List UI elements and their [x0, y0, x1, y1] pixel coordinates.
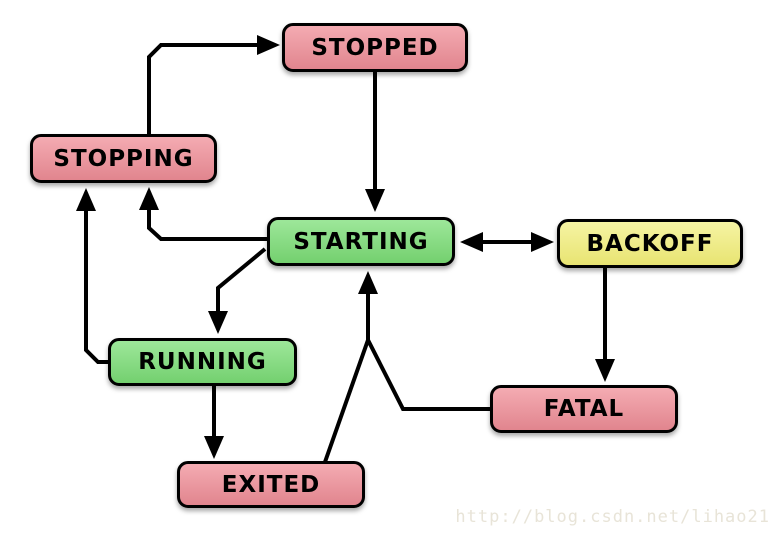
state-label-stopping: STOPPING: [53, 145, 194, 172]
edge-running-to-stopping: [84, 211, 108, 364]
state-label-running: RUNNING: [138, 349, 267, 375]
state-label-fatal: FATAL: [543, 396, 625, 422]
edge-starting-to-running: [216, 247, 267, 312]
arrowhead-backoff-to-starting: [460, 232, 483, 252]
arrowhead-running-to-stopping: [76, 188, 96, 211]
edge-stopping-to-stopped: [147, 43, 258, 136]
state-node-stopped: STOPPED: [282, 23, 468, 72]
state-node-exited: EXITED: [177, 461, 365, 508]
state-label-stopped: STOPPED: [311, 34, 439, 61]
state-node-fatal: FATAL: [490, 385, 678, 433]
edge-exited-to-starting: [323, 339, 370, 463]
arrowhead-running-to-exited: [204, 436, 224, 459]
state-node-backoff: BACKOFF: [557, 219, 743, 268]
edge-starting-to-stopping: [147, 210, 268, 241]
state-label-exited: EXITED: [221, 471, 321, 498]
state-label-backoff: BACKOFF: [586, 230, 714, 257]
arrowhead-stopping-to-stopped: [257, 35, 280, 55]
state-node-stopping: STOPPING: [30, 134, 217, 183]
edge-fatal-to-starting: [366, 339, 491, 411]
arrowhead-merged-to-starting: [358, 271, 378, 294]
arrowhead-starting-to-stopping: [139, 187, 159, 210]
state-node-starting: STARTING: [267, 217, 455, 266]
arrowhead-stopped-to-starting: [365, 189, 385, 212]
arrowhead-starting-to-running: [208, 311, 228, 334]
state-label-starting: STARTING: [293, 228, 429, 255]
arrowhead-backoff-to-fatal: [595, 359, 615, 382]
state-node-running: RUNNING: [108, 338, 297, 386]
arrowhead-starting-to-backoff: [531, 232, 554, 252]
watermark-url: http://blog.csdn.net/lihao21: [455, 507, 770, 527]
